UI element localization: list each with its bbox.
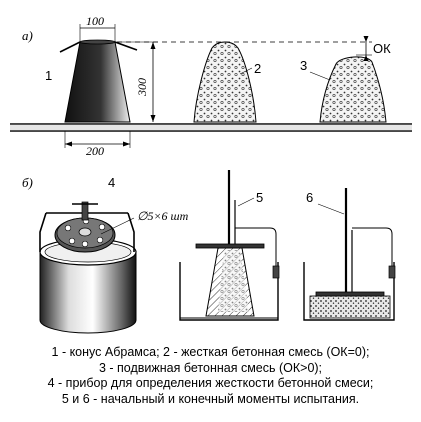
caption-line: 1 - конус Абрамса; 2 - жесткая бетонная … [51, 345, 370, 359]
holes-label: ∅5×6 шт [137, 209, 189, 223]
label-item-1: 1 [45, 68, 52, 83]
slump-indicator [117, 36, 372, 61]
label-item-4: 4 [108, 175, 115, 190]
test-end-state [303, 188, 396, 321]
dimension-top-label: 100 [86, 14, 104, 28]
test-start-state [179, 170, 280, 321]
label-item-6: 6 [306, 190, 313, 205]
dimension-bottom-label: 200 [86, 144, 104, 158]
caption-line: 5 и 6 - начальный и конечный моменты исп… [61, 391, 360, 406]
caption-line: 3 - подвижная бетонная смесь (ОК>0); [98, 360, 323, 375]
dimension-bottom-width [64, 131, 131, 148]
mobile-concrete-mix [319, 56, 387, 123]
dimension-height [117, 41, 158, 122]
stiffness-test-device [39, 201, 137, 334]
label-item-5: 5 [256, 190, 263, 205]
caption-line: 4 - прибор для определения жесткости бет… [47, 376, 374, 390]
dimension-top-width [79, 24, 116, 42]
base-plate [10, 123, 412, 132]
stiff-concrete-mix [193, 41, 257, 123]
label-item-2: 2 [254, 61, 261, 76]
slump-label: ОК [373, 41, 391, 56]
dimension-height-label: 300 [135, 78, 149, 97]
figure-caption: 1 - конус Абрамса; 2 - жесткая бетонная … [0, 345, 421, 407]
abrams-cone [59, 39, 138, 123]
part-b-label: б) [22, 175, 33, 190]
part-a-label: а) [22, 28, 33, 43]
label-item-3: 3 [300, 58, 307, 73]
